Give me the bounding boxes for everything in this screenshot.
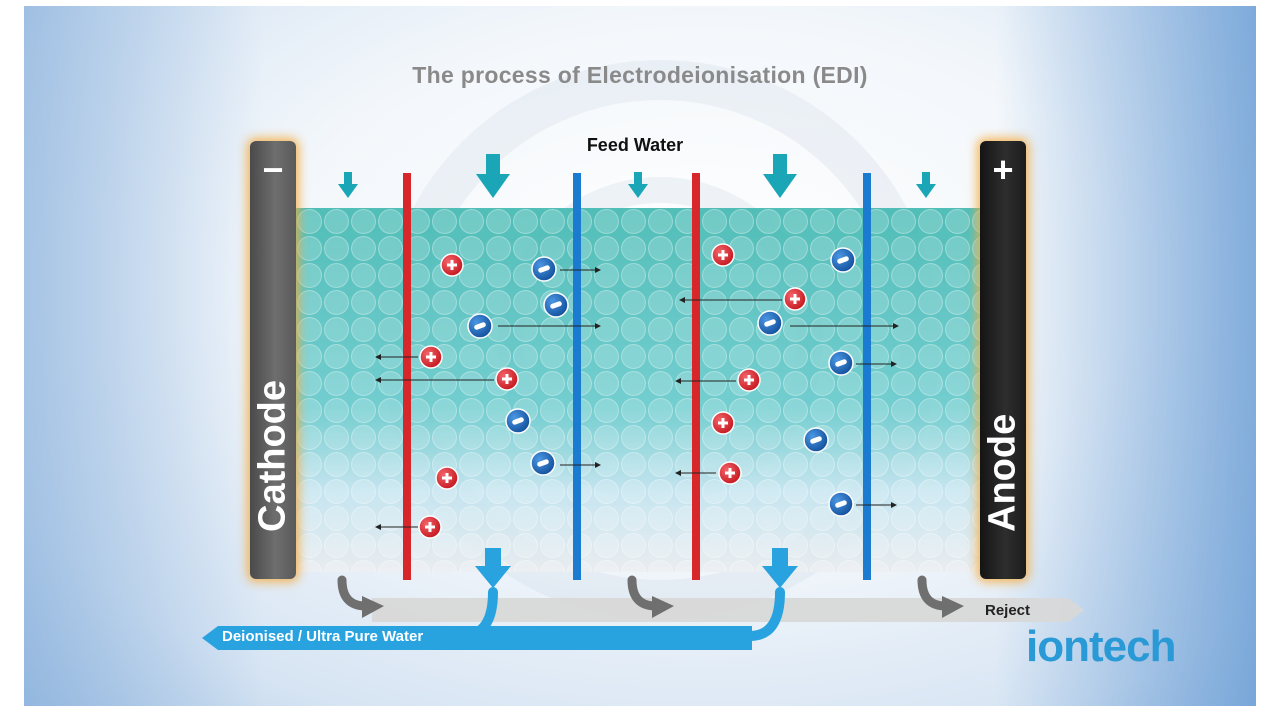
plus-circle-icon bbox=[737, 368, 761, 392]
anode-label: Anode bbox=[981, 413, 1024, 532]
cation-membrane bbox=[692, 173, 700, 580]
minus-sign-icon: − bbox=[262, 149, 284, 190]
reject-arrowhead-icon bbox=[652, 596, 674, 618]
minus-circle-icon bbox=[543, 292, 569, 318]
anion-membrane bbox=[863, 173, 871, 580]
anion-membrane bbox=[573, 173, 581, 580]
reject-arrowhead-icon bbox=[362, 596, 384, 618]
plus-circle-icon bbox=[495, 367, 519, 391]
cathode-label: Cathode bbox=[251, 380, 294, 532]
minus-circle-icon bbox=[530, 450, 556, 476]
minus-circle-icon bbox=[803, 427, 829, 453]
feed-arrow-icon bbox=[763, 154, 797, 198]
cations bbox=[418, 243, 807, 539]
minus-circle-icon bbox=[828, 491, 854, 517]
product-down-arrow-icon bbox=[762, 548, 798, 588]
plus-circle-icon bbox=[711, 243, 735, 267]
diagram-title: The process of Electrodeionisation (EDI) bbox=[412, 62, 868, 88]
background bbox=[24, 6, 1256, 706]
minus-circle-icon bbox=[531, 256, 557, 282]
plus-circle-icon bbox=[419, 345, 443, 369]
plus-circle-icon bbox=[418, 515, 442, 539]
resin-beads bbox=[296, 208, 980, 572]
anions bbox=[467, 247, 856, 517]
plus-circle-icon bbox=[711, 411, 735, 435]
minus-circle-icon bbox=[467, 313, 493, 339]
feed-arrow-icon bbox=[916, 172, 936, 198]
product-curve-arrow-icon bbox=[457, 587, 498, 641]
reject-stream bbox=[372, 598, 1084, 622]
plus-circle-icon bbox=[435, 466, 459, 490]
anode-electrode: + Anode bbox=[980, 141, 1026, 579]
minus-circle-icon bbox=[828, 350, 854, 376]
plus-sign-icon: + bbox=[992, 149, 1014, 190]
reject-label: Reject bbox=[985, 602, 1031, 619]
minus-circle-icon bbox=[505, 408, 531, 434]
minus-circle-icon bbox=[830, 247, 856, 273]
feed-arrow-icon bbox=[476, 154, 510, 198]
feed-arrow-icon bbox=[628, 172, 648, 198]
plus-circle-icon bbox=[718, 461, 742, 485]
product-down-arrow-icon bbox=[475, 548, 511, 588]
minus-circle-icon bbox=[757, 310, 783, 336]
feed-water-label: Feed Water bbox=[586, 135, 684, 155]
product-water-label: Deionised / Ultra Pure Water bbox=[222, 628, 424, 645]
reject-arrowhead-icon bbox=[942, 596, 964, 618]
cation-membrane bbox=[403, 173, 411, 580]
product-curve-arrow-icon bbox=[745, 587, 785, 641]
iontech-logo: iontech bbox=[1026, 622, 1176, 671]
cathode-electrode: − Cathode bbox=[250, 141, 296, 579]
plus-circle-icon bbox=[783, 287, 807, 311]
feed-arrow-icon bbox=[338, 172, 358, 198]
plus-circle-icon bbox=[440, 253, 464, 277]
